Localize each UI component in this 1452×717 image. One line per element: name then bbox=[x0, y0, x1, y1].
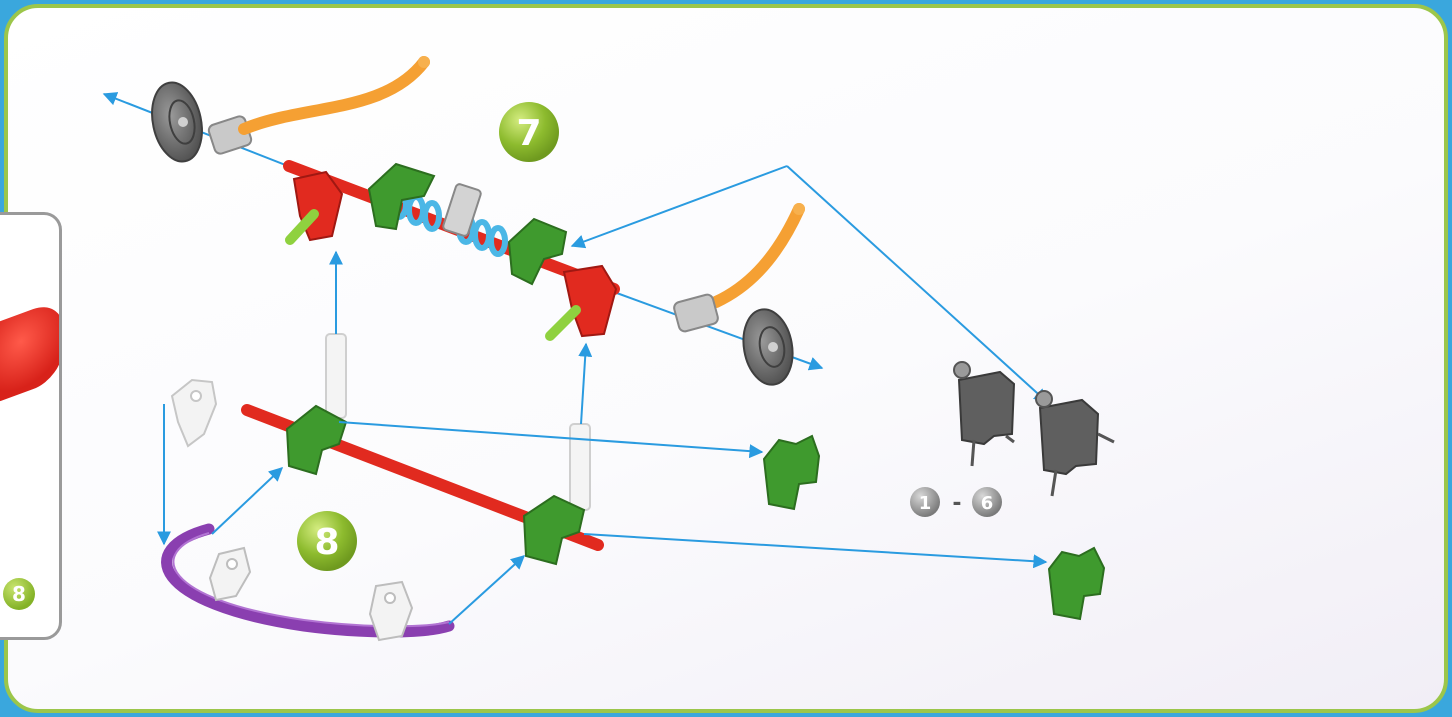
instruction-frame: 7 bbox=[4, 4, 1448, 713]
assembly-diagram: 7 bbox=[8, 8, 1448, 713]
connector-icon bbox=[287, 406, 346, 474]
ref-badge-start: 1 bbox=[910, 487, 940, 517]
ref-start-number: 1 bbox=[919, 493, 932, 514]
connector-arrow bbox=[584, 534, 1046, 562]
red-part-icon bbox=[0, 298, 62, 403]
clip-icon bbox=[210, 548, 250, 600]
orange-rod-icon bbox=[716, 209, 799, 302]
motor-callout-arrow bbox=[572, 166, 787, 246]
clip-icon bbox=[172, 380, 216, 446]
ref-end-number: 6 bbox=[981, 493, 994, 514]
hub-connector-icon bbox=[673, 293, 719, 332]
prev-step-badge: 8 bbox=[3, 578, 35, 610]
wheel-icon bbox=[145, 78, 209, 166]
loose-connector-icon bbox=[1049, 548, 1104, 619]
previous-step-panel: 8 bbox=[0, 212, 62, 640]
motor-icon bbox=[1036, 391, 1114, 496]
step-7-number: 7 bbox=[516, 113, 541, 154]
connector-arrow bbox=[339, 422, 762, 452]
arc-arrow bbox=[449, 556, 524, 624]
strut-arrow bbox=[581, 344, 586, 424]
loose-connector-icon bbox=[764, 436, 819, 509]
red-end-connector-icon bbox=[564, 266, 616, 336]
lime-peg-icon bbox=[550, 310, 576, 336]
wheel-icon bbox=[738, 305, 798, 388]
ref-badge-end: 6 bbox=[972, 487, 1002, 517]
motor-group: 1 - 6 bbox=[910, 362, 1114, 517]
arc-arrow bbox=[212, 468, 282, 534]
step-7-badge: 7 bbox=[499, 102, 559, 162]
orange-rod-icon bbox=[244, 62, 424, 129]
step8-assembly: 8 bbox=[164, 252, 1104, 640]
motor-callout-arrow bbox=[787, 166, 1047, 402]
step-8-badge: 8 bbox=[297, 511, 357, 571]
motor-icon bbox=[954, 362, 1014, 466]
white-strut-icon bbox=[326, 334, 346, 418]
step7-assembly: 7 bbox=[104, 56, 1047, 402]
ref-separator: - bbox=[952, 491, 961, 516]
connector-icon bbox=[509, 219, 566, 284]
connector-icon bbox=[524, 496, 584, 564]
white-strut-icon bbox=[570, 424, 590, 510]
step-8-number: 8 bbox=[314, 522, 339, 563]
